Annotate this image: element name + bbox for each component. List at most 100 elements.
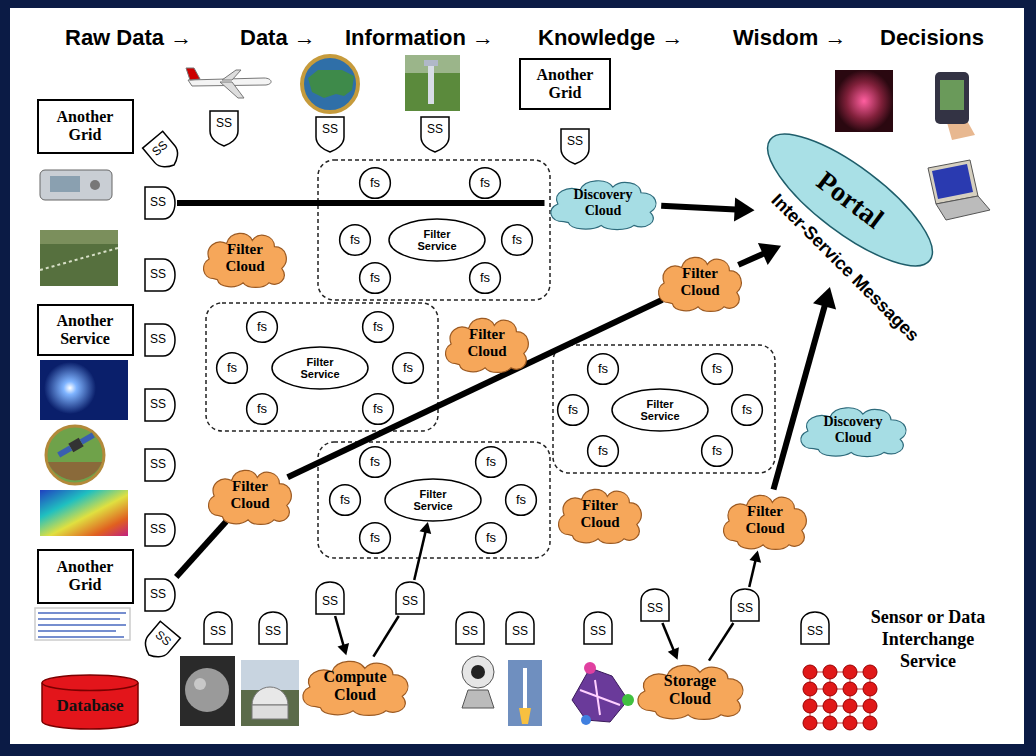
us-map-icon: [308, 70, 354, 98]
circle-outline: [702, 354, 733, 385]
shield-outline: [204, 612, 232, 644]
molecule-image: [580, 680, 620, 715]
shield-outline: [145, 187, 175, 219]
airplane-icon: [186, 68, 200, 80]
filter-cloud: Filter Cloud: [554, 483, 646, 545]
circle-outline: [217, 353, 248, 384]
filter-node-circle: fs: [587, 353, 619, 385]
filter-service-label: Filter Service: [293, 356, 347, 381]
shield-outline: [316, 582, 344, 614]
filter-service-ellipse: Filter Service: [270, 346, 370, 390]
webcam-icon: [471, 665, 485, 679]
shield-outline: [731, 589, 759, 621]
satellite-icon: [57, 445, 72, 457]
cloud-outline: [659, 257, 742, 311]
circle-outline: [360, 523, 391, 554]
connector-line: [288, 300, 663, 477]
light-image: [40, 360, 128, 420]
observatory-image: [252, 705, 288, 719]
message-flow-arrow: [738, 243, 781, 265]
message-flow-arrow: [661, 197, 754, 221]
circle-outline: [476, 447, 507, 478]
telescope-image: [180, 656, 235, 726]
sensor-grid-image: [803, 665, 817, 679]
sensor-service-shield: SS: [143, 447, 177, 483]
data-map-image: [40, 490, 128, 536]
filter-cloud: Filter Cloud: [204, 464, 296, 526]
circle-outline: [330, 485, 361, 516]
stage-heading: Data →: [240, 24, 316, 52]
shield-outline: [584, 612, 612, 644]
filter-cloud: Filter Cloud: [199, 227, 291, 289]
laptop-icon: [932, 164, 973, 199]
filter-node-label: fs: [350, 233, 360, 248]
circle-outline: [360, 168, 391, 199]
data-table-image: [38, 613, 126, 637]
sensor-service-shield: SS: [143, 387, 177, 423]
cloud-label: Filter Cloud: [736, 503, 794, 537]
stage-heading: Wisdom →: [733, 24, 846, 52]
sensor-grid-image: [863, 699, 877, 713]
circle-outline: [506, 485, 537, 516]
molecule-image: [572, 668, 628, 722]
shield-outline: [210, 111, 238, 146]
shield-outline: [396, 582, 424, 614]
ellipse-outline: [385, 479, 481, 521]
cloud-outline: [559, 489, 642, 543]
sensor-grid-image: [843, 665, 857, 679]
filter-node-label: fs: [486, 455, 496, 470]
circle-outline: [558, 395, 589, 426]
light-image: [44, 362, 96, 414]
rocket-launch-image: [523, 668, 527, 708]
service-label: SS: [150, 398, 166, 411]
cloud-outline: [204, 233, 287, 287]
mobile-device-icon: [40, 170, 112, 200]
shield-outline: [801, 612, 829, 644]
cloud-label: Filter Cloud: [221, 478, 279, 512]
sensor-service-shield: SS: [504, 610, 536, 646]
shield-outline: [641, 589, 669, 621]
connector-line: [661, 206, 740, 210]
connector-line: [709, 623, 733, 661]
service-label: SS: [150, 588, 166, 601]
rocket-launch-image: [519, 708, 531, 724]
circle-outline: [363, 312, 394, 343]
filter-node-label: fs: [370, 455, 380, 470]
note-label: Sensor or Data Interchange Service: [853, 606, 1003, 672]
cloud-label: Compute Cloud: [317, 668, 393, 704]
shield-outline: [145, 324, 175, 356]
stage-heading: Information →: [345, 24, 494, 52]
filter-cloud: Filter Cloud: [654, 251, 746, 313]
circle-outline: [363, 394, 394, 425]
filter-node-circle: fs: [359, 167, 391, 199]
cloud-label: Storage Cloud: [652, 672, 728, 708]
circle-outline: [702, 436, 733, 467]
filter-node-label: fs: [568, 403, 578, 418]
group-box: [206, 303, 438, 431]
observatory-image: [241, 660, 299, 726]
field-sensor-photo: [405, 55, 460, 111]
sensor-service-shield: SS: [143, 185, 177, 221]
service-label: SS: [737, 602, 753, 615]
filter-service-label: Filter Service: [406, 488, 460, 513]
filter-node-label: fs: [480, 176, 490, 191]
aerial-photo: [40, 230, 118, 286]
filter-node-circle: fs: [587, 435, 619, 467]
satellite-icon: [80, 432, 95, 444]
shield-outline: [506, 612, 534, 644]
ellipse-outline: [389, 219, 485, 261]
filter-node-label: fs: [516, 493, 526, 508]
connector-line: [749, 558, 756, 587]
ellipse-outline: [612, 389, 708, 431]
filter-node-circle: fs: [392, 352, 424, 384]
data-flow-arrow: [709, 623, 733, 661]
sensor-grid-image: [843, 699, 857, 713]
circle-outline: [247, 312, 278, 343]
cloud-outline: [550, 181, 655, 230]
cloud-outline: [724, 495, 807, 549]
laptop-icon: [936, 196, 990, 220]
arrow-head: [749, 551, 761, 563]
stage-heading: Decisions: [880, 24, 984, 52]
filter-node-circle: fs: [557, 394, 589, 426]
data-map-image: [40, 490, 128, 536]
